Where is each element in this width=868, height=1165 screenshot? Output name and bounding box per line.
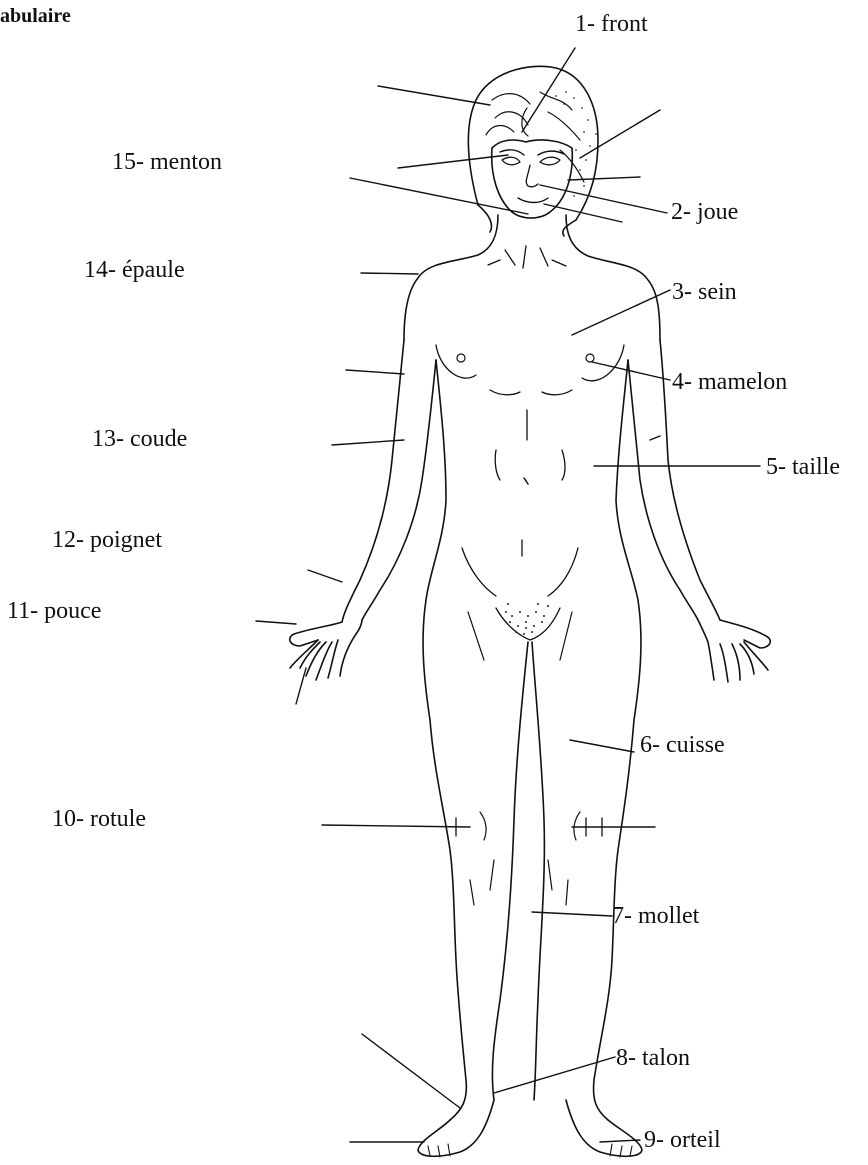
label-talon: 8- talon <box>616 1046 690 1070</box>
leader-cuisse <box>570 740 634 752</box>
label-pouce: 11- pouce <box>7 599 101 623</box>
label-front: 1- front <box>575 12 648 36</box>
leader-rotule <box>322 825 470 827</box>
leader-talon <box>494 1057 615 1093</box>
leader-sein <box>572 290 670 335</box>
label-menton: 15- menton <box>112 150 222 174</box>
hair <box>468 66 598 236</box>
leader-menton <box>350 178 528 214</box>
label-poignet: 12- poignet <box>52 528 162 552</box>
leader-blank-ankle <box>362 1034 460 1108</box>
leader-blank-hair <box>378 86 490 105</box>
label-coude: 13- coude <box>92 427 187 451</box>
leader-joue <box>540 185 667 213</box>
face <box>492 140 573 218</box>
label-orteil: 9- orteil <box>644 1128 721 1152</box>
legs <box>430 642 634 1120</box>
leader-epaule <box>361 273 418 274</box>
leader-orteil <box>600 1140 640 1142</box>
leader-mollet <box>532 912 612 916</box>
leader-pouce <box>256 621 296 624</box>
leader-blank-ear <box>568 177 640 180</box>
label-mollet: 7- mollet <box>612 904 699 928</box>
page-title-fragment: abulaire <box>0 6 71 26</box>
label-sein: 3- sein <box>672 280 737 304</box>
neck-shoulders <box>404 215 660 340</box>
left-arm <box>290 340 436 680</box>
label-mamelon: 4- mamelon <box>672 370 787 394</box>
label-rotule: 10- rotule <box>52 807 146 831</box>
label-epaule: 14- épaule <box>84 258 185 282</box>
label-cuisse: 6- cuisse <box>640 733 725 757</box>
label-taille: 5- taille <box>766 455 840 479</box>
leader-poignet <box>308 570 342 582</box>
leader-blank-forearm <box>650 436 660 440</box>
hair-stipple <box>555 91 597 197</box>
leader-front <box>522 48 575 132</box>
leader-blank-upper-arm <box>346 370 404 374</box>
leader-blank-temple <box>580 110 660 158</box>
torso <box>423 345 641 720</box>
feet <box>418 1100 642 1157</box>
leader-blank-finger <box>296 668 306 704</box>
pubic-stipple <box>505 603 549 635</box>
label-joue: 2- joue <box>671 200 738 224</box>
